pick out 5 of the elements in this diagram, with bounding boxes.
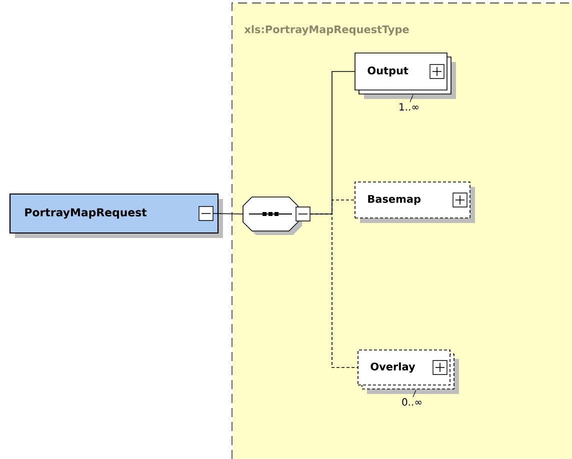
element-box: PortrayMapRequest <box>9 193 223 238</box>
connector-line <box>212 213 244 214</box>
occurrence-label: 1..∞ <box>400 103 418 110</box>
occurrence-label: 0..∞ <box>402 398 422 406</box>
connector-line <box>310 214 358 368</box>
